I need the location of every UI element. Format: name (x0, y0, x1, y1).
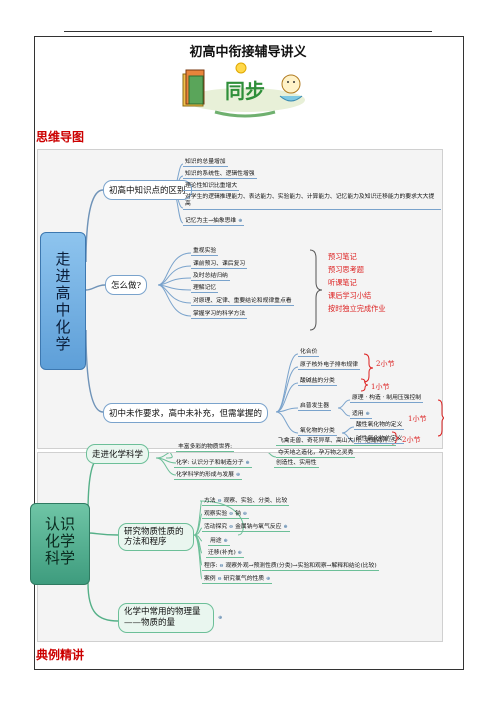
method-row: 方法 ⊖ 观察、实验、分类、比较 (202, 495, 290, 506)
mindmap-1: 走进高中化学 初高中知识点的区别 知识的总量增加 知识的系统性、逻辑性增强 理论… (37, 149, 444, 449)
expand-icon[interactable]: ⊕ (238, 218, 243, 224)
method-detail: 观察、实验、分类、比较 (223, 498, 288, 504)
expand-icon[interactable]: ⊕ (365, 411, 370, 417)
map1-branch-2: 怎么做? (105, 275, 148, 295)
map1-b3-item-2: 原子核外电子排布规律 (298, 359, 360, 370)
mascot-icon (281, 74, 301, 94)
qipu-use: 适用 ⊕ (350, 408, 372, 419)
transfer-row: 迁移(补充) ⊕ (206, 547, 244, 558)
map1-b2-item-6: 掌握学习的科学方法 (191, 308, 248, 319)
expand-icon[interactable]: ⊕ (237, 550, 242, 556)
map1-b3-item-4: 启普发生器 (298, 400, 331, 411)
world-detail-2: 夺天地之造化，孕万物之灵秀 (276, 447, 356, 458)
expand-icon[interactable]: ⊕ (242, 511, 247, 517)
transfer-label: 迁移(补充) (208, 550, 236, 556)
mark-4: 2小节 (402, 436, 421, 444)
note-5: 按时独立完成作业 (328, 304, 386, 313)
map1-b2-item-5: 对原理、定律、重要结论和规律重点看 (191, 295, 294, 306)
oxide-acidic: 酸性氧化物的定义 (354, 419, 405, 430)
mark-3: 1小节 (408, 415, 427, 423)
oxide-basic: 碱性氧化物的定义 (354, 433, 405, 444)
mindmap-2: 认识化学科学 走进化学科学 丰富多彩的物质世界: 化学: 认识分子和制造分子 ⊕… (30, 438, 443, 642)
expand-icon[interactable]: ⊕ (235, 472, 241, 478)
map2-b1-item-3: 化学科学的形成与发展 ⊕ (174, 469, 243, 480)
map1-b1-item-2: 知识的系统性、逻辑性增强 (183, 168, 257, 179)
map2-branch-1: 走进化学科学 (86, 444, 150, 464)
section-mindmap-heading: 思维导图 (36, 130, 85, 144)
qipu-principle-text: 原理 (352, 395, 364, 401)
procedure-detail: 观察外观→预测性质(分类)→实验和观察→解释和结论(比较) (225, 563, 377, 569)
map2-branch-3: 化学中常用的物理量——物质的量 (118, 603, 214, 633)
note-4: 课后学习小结 (328, 291, 372, 300)
procedure-row: 程序: ⊖ 观察外观→预测性质(分类)→实验和观察→解释和结论(比较) (202, 560, 379, 571)
explore-detail: 金属钠与氧气反应 (235, 524, 282, 530)
case-row: 案例 ⊖ 研究氯气的性质 ⊕ (202, 573, 273, 584)
map1-b2-item-2: 课前预习、课后复习 (191, 258, 248, 269)
observe-row: 观察实验 ⊖ 钠 ⊕ (202, 508, 249, 519)
case-label: 案例 (204, 576, 216, 582)
explore-label: 活动探究 (204, 524, 228, 530)
case-detail: 研究氯气的性质 (223, 576, 265, 582)
sync-banner: 同步 (182, 62, 305, 118)
map1-b1-item-1: 知识的总量增加 (183, 156, 228, 167)
map1-b2-item-3: 及时总结归纳 (191, 270, 230, 281)
expand-icon[interactable]: ⊕ (223, 538, 228, 544)
expand-icon[interactable]: ⊕ (283, 524, 288, 530)
map2-b1-item-2-text: 化学: 认识分子和制造分子 (176, 460, 244, 466)
map1-b3-item-1: 化合价 (298, 346, 320, 357)
note-2: 预习思考题 (328, 265, 364, 274)
map2-b1-item-2: 化学: 认识分子和制造分子 ⊕ (174, 457, 252, 468)
map2-branch-2: 研究物质性质的方法和程序 (118, 523, 194, 551)
sun-icon (235, 62, 247, 74)
expand-icon[interactable]: ⊕ (218, 615, 223, 621)
banner-text: 同步 (225, 79, 265, 103)
header-rule (64, 31, 432, 32)
qipu-use-text: 适用 (352, 411, 364, 417)
map1-root-text: 走进高中化学 (55, 250, 71, 353)
expand-icon[interactable]: ⊕ (245, 460, 250, 466)
map2-root-text: 认识化学科学 (44, 515, 75, 567)
map2-root: 认识化学科学 (30, 503, 90, 585)
map1-branch-1: 初高中知识点的区别 (103, 180, 192, 200)
expand-icon[interactable]: ⊕ (265, 576, 271, 582)
section-examples-heading: 典例精讲 (36, 648, 85, 662)
map2-b1-item-3-text: 化学科学的形成与发展 (176, 472, 234, 478)
map1-b3-item-3: 酸碱盐的分类 (298, 375, 337, 386)
map1-b3-item-5: 氧化物的分类 (298, 425, 337, 436)
qipu-principle: 原理 · 构造 · 制用压强控制 (350, 392, 424, 403)
map1-b1-item-3: 理论性知识比重增大 (183, 180, 240, 191)
note-1: 预习笔记 (328, 252, 357, 261)
map2-b1-item-1: 丰富多彩的物质世界: (176, 441, 235, 452)
world-detail-1: 飞禽走兽、奇花异草、高山大川、浩瀚海洋... (276, 435, 396, 446)
usage-row: 用途 ⊕ (208, 535, 230, 546)
document-title: 初高中衔接辅导讲义 (189, 45, 307, 60)
brace-icon (309, 249, 323, 331)
map1-b1-item-5: 记忆为主→抽象思维 ⊕ (183, 215, 245, 226)
red-brace-icon (360, 353, 444, 445)
page-frame (34, 36, 464, 670)
map2-branch-3-text: 化学中常用的物理量——物质的量 (124, 607, 201, 628)
observe-label: 观察实验 (204, 511, 228, 517)
note-3: 听课笔记 (328, 278, 357, 287)
qipu-structure-text: 构造 (369, 395, 381, 401)
qipu-control-text: 制用压强控制 (386, 395, 422, 401)
map1-root: 走进高中化学 (40, 232, 86, 370)
observe-detail: 钠 (235, 511, 241, 517)
explore-row: 活动探究 ⊖ 金属钠与氧气反应 ⊕ (202, 521, 290, 532)
chem-detail-1: 创造性、实用性 (274, 457, 319, 468)
map1-b2-item-4: 理解记忆 (191, 282, 219, 293)
method-label: 方法 (204, 498, 216, 504)
procedure-label: 程序: (204, 563, 218, 569)
mark-2: 1小节 (371, 383, 390, 391)
usage-label: 用途 (210, 538, 222, 544)
map2-branch-2-text: 研究物质性质的方法和程序 (124, 527, 184, 547)
map1-branch-3: 初中未作要求，高中未补充，但需掌握的 (103, 403, 269, 423)
map1-b2-item-1: 重视实验 (191, 245, 219, 256)
mark-1: 2小节 (376, 360, 395, 368)
map1-b1-item-5-text: 记忆为主→抽象思维 (185, 218, 237, 224)
map1-b1-item-4: 对学生的逻辑推理能力、表达能力、实验能力、计算能力、记忆能力及知识迁移能力的要求… (183, 194, 441, 210)
